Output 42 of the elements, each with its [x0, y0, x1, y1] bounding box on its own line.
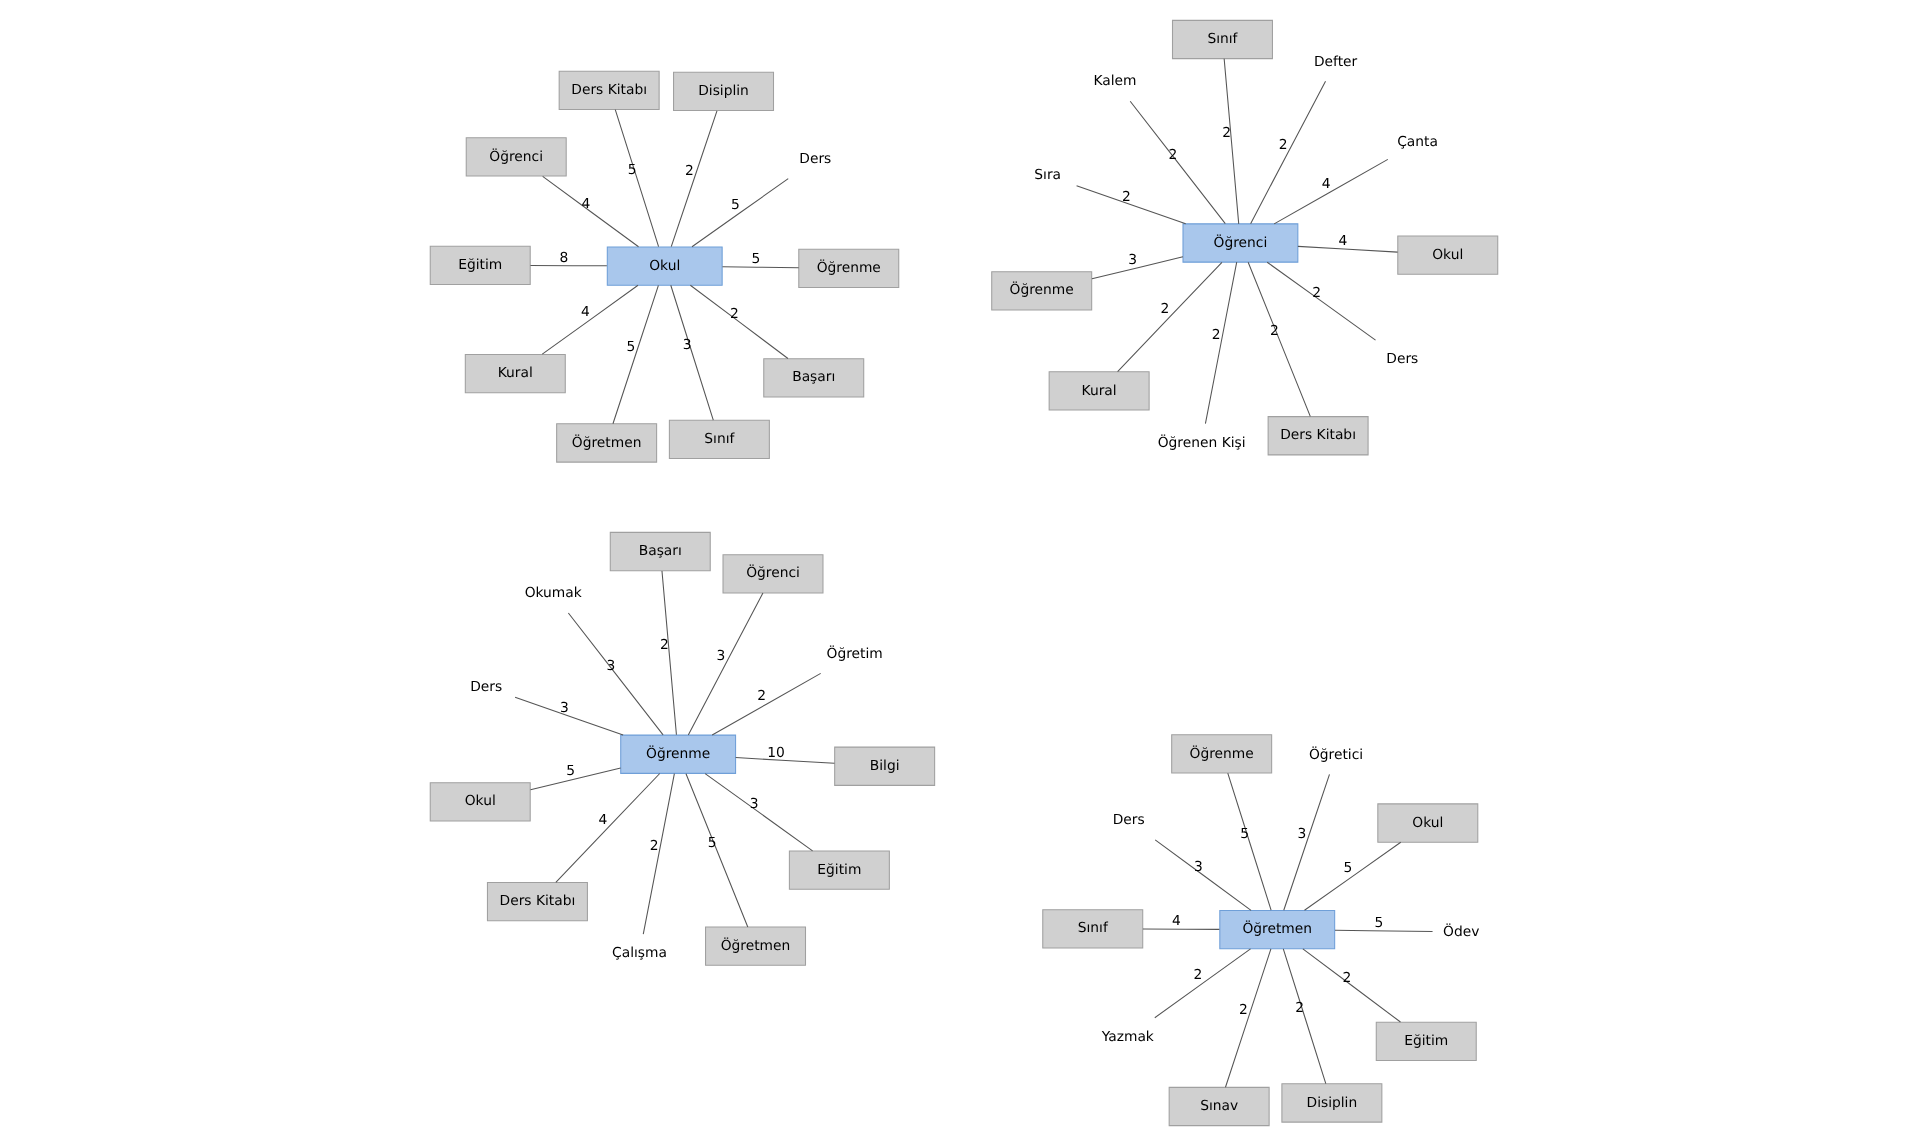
connector [669, 284, 713, 421]
connector [1333, 929, 1433, 933]
connector [528, 767, 621, 791]
connector [554, 772, 660, 883]
connector [1249, 80, 1326, 225]
connector [669, 110, 717, 248]
connector [613, 109, 659, 248]
connector [541, 175, 639, 248]
connector [1075, 185, 1186, 225]
connector [688, 284, 788, 359]
connector [1272, 158, 1388, 225]
connector [641, 773, 674, 935]
connector [1282, 773, 1329, 911]
connector [660, 570, 676, 736]
connector [1203, 261, 1237, 425]
connector [710, 672, 821, 736]
connector [1141, 928, 1219, 930]
connector [1281, 948, 1326, 1085]
connector [690, 178, 788, 248]
connector [528, 265, 607, 267]
connector [513, 696, 623, 736]
connector [1303, 841, 1401, 911]
connector [703, 773, 813, 852]
connector [1128, 100, 1225, 225]
connector [566, 612, 663, 736]
connector [1223, 948, 1271, 1088]
connector [1222, 58, 1239, 225]
connector [1116, 261, 1222, 373]
connector [1265, 261, 1376, 341]
connector [611, 284, 658, 425]
connector [1153, 839, 1251, 911]
connector [1296, 245, 1398, 253]
connector [1301, 948, 1400, 1023]
connector [1153, 948, 1251, 1019]
connector [734, 757, 834, 764]
connector [1246, 261, 1310, 417]
connector [1226, 772, 1271, 911]
connector [720, 266, 799, 269]
connector [684, 773, 748, 928]
connector [686, 592, 763, 736]
connector [1090, 256, 1183, 280]
connector [540, 284, 638, 355]
